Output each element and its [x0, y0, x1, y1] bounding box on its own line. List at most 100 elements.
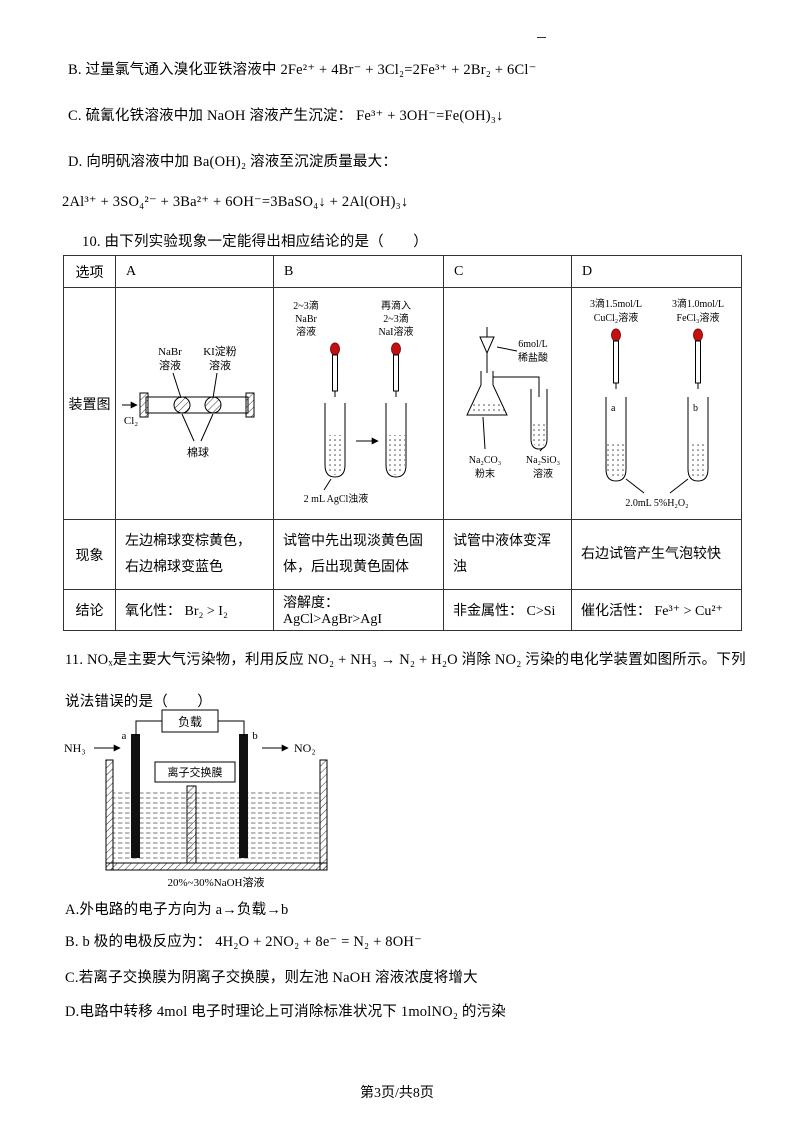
- test-tube-b: [687, 396, 708, 482]
- naoh-solution: [113, 792, 320, 863]
- phenomenon-b: 试管中先出现淡黄色固体，后出现黄色固体: [273, 519, 444, 590]
- dropping-funnel: [478, 336, 495, 354]
- dropper-bulb: [610, 328, 621, 341]
- load-box: [161, 709, 219, 733]
- prev-option-c: C. 硫氰化铁溶液中加 NaOH 溶液产生沉淀： Fe³⁺ + 3OH⁻=Fe(…: [68, 108, 504, 124]
- q11-option-b: B. b 极的电极反应为： 4H₂O + 2NO₂ + 8e⁻ = N₂ + 8…: [65, 934, 422, 950]
- device-c-cell: 6mol/L 稀盐酸 Na₂CO₃ 粉末 Na₂SiO₃ 溶液: [443, 287, 572, 520]
- device-b-diagram: 2~3滴 NaBr 溶液 再滴入 2~3滴 NaI溶液: [293, 299, 413, 505]
- device-a-diagram: NaBr 溶液 KI淀粉 溶液 Cl₂ 棉球: [121, 344, 254, 459]
- device-a-ki-label: KI淀粉: [203, 344, 237, 358]
- cl2-label: Cl₂: [123, 415, 137, 427]
- acid-label1: 6mol/L: [518, 339, 547, 350]
- wire-right: [218, 720, 245, 736]
- tube-b-label: b: [693, 403, 698, 414]
- device-a-nabr-label2: 溶液: [159, 358, 181, 372]
- q11-electrochemical-cell-diagram: 负载 a b NH₃ NO₂ 离子交换膜 20%~30%NaOH溶液: [64, 709, 328, 889]
- conclusion-c: 非金属性： C>Si: [443, 589, 572, 631]
- test-tube-left: [324, 402, 345, 478]
- header-a: A: [115, 255, 274, 288]
- glass-tube: [145, 396, 248, 413]
- phenomenon-a: 左边棉球变棕黄色，右边棉球变蓝色: [115, 519, 274, 590]
- ion-exchange-membrane: [186, 785, 197, 864]
- device-b-right-label2: 2~3滴: [383, 312, 408, 325]
- device-b-left-label3: 溶液: [296, 325, 316, 338]
- row-label-conclusion: 结论: [63, 589, 116, 631]
- electrode-a-label: a: [122, 730, 127, 742]
- q11-option-c: C.若离子交换膜为阴离子交换膜，则左池 NaOH 溶液浓度将增大: [65, 970, 478, 986]
- q10-phenomenon-row: 现象 左边棉球变棕黄色，右边棉球变蓝色 试管中先出现淡黄色固体，后出现黄色固体 …: [63, 519, 742, 590]
- conclusion-b: 溶解度： AgCl>AgBr>AgI: [273, 589, 444, 631]
- dropper-bulb: [329, 342, 340, 355]
- q10-device-row: 装置图 NaBr 溶液 KI淀粉 溶液 Cl₂: [63, 287, 742, 520]
- device-b-left-label2: NaBr: [295, 314, 317, 325]
- no2-label: NO₂: [294, 741, 316, 755]
- dropper-bulb: [390, 342, 401, 355]
- fecl3-label1: 3滴1.0mol/L: [672, 297, 724, 310]
- q10-conclusion-row: 结论 氧化性： Br₂ > I₂ 溶解度： AgCl>AgBr>AgI 非金属性…: [63, 589, 742, 631]
- device-b-right-label1: 再滴入: [381, 299, 411, 312]
- q11-stem-line2: 说法错误的是（ ）: [65, 694, 212, 710]
- wire-left: [135, 720, 162, 736]
- nh3-label: NH₃: [64, 741, 86, 755]
- device-a-nabr-label: NaBr: [158, 346, 182, 358]
- device-a-ki-label2: 溶液: [209, 358, 231, 372]
- solution-label2: 溶液: [533, 467, 553, 480]
- fecl3-label2: FeCl₃溶液: [676, 311, 719, 324]
- header-c: C: [443, 255, 572, 288]
- prev-option-d-equation: 2Al³⁺ + 3SO₄²⁻ + 3Ba²⁺ + 6OH⁻=3BaSO₄↓ + …: [62, 194, 409, 210]
- phenomenon-c: 试管中液体变浑浊: [443, 519, 572, 590]
- electrode-b-label: b: [252, 730, 258, 742]
- cotton-label: 棉球: [187, 445, 209, 459]
- header-b: B: [273, 255, 444, 288]
- electrode-a: [131, 734, 140, 858]
- electrode-b: [239, 734, 248, 858]
- conclusion-d: 催化活性： Fe³⁺ > Cu²⁺: [571, 589, 742, 631]
- membrane-label: 离子交换膜: [168, 765, 223, 779]
- device-d-cell: 3滴1.5mol/L CuCl₂溶液 3滴1.0mol/L FeCl₃溶液 a …: [571, 287, 742, 520]
- device-d-diagram: 3滴1.5mol/L CuCl₂溶液 3滴1.0mol/L FeCl₃溶液 a …: [590, 297, 724, 509]
- receiver-tube: [530, 388, 547, 450]
- row-label-phenomenon: 现象: [63, 519, 116, 590]
- erlenmeyer-flask: [465, 370, 508, 415]
- page-number: 第3页/共8页: [360, 1086, 434, 1101]
- prev-option-d: D. 向明矾溶液中加 Ba(OH)₂ 溶液至沉淀质量最大：: [68, 154, 398, 170]
- powder-label1: Na₂CO₃: [468, 455, 501, 466]
- test-tube-right: [385, 402, 406, 478]
- q10-table: 选项 A B C D 装置图 NaBr 溶液 KI淀粉 溶液: [63, 255, 742, 631]
- device-b-right-label3: NaI溶液: [378, 325, 413, 338]
- header-option: 选项: [63, 255, 116, 288]
- cotton-ball-left: [173, 396, 190, 413]
- cotton-ball-right: [204, 396, 221, 413]
- acid-label2: 稀盐酸: [518, 351, 548, 364]
- q10-title: 10. 由下列实验现象一定能得出相应结论的是（ ）: [82, 234, 428, 250]
- page-top-mark: [537, 37, 546, 38]
- q11-option-a: A.外电路的电子方向为 a→负载→b: [65, 902, 289, 918]
- agcl-label: 2 mL AgCl浊液: [303, 492, 368, 505]
- tank-left-wall: [105, 759, 114, 871]
- tank-bottom-wall: [105, 862, 328, 871]
- device-c-diagram: 6mol/L 稀盐酸 Na₂CO₃ 粉末 Na₂SiO₃ 溶液: [465, 326, 560, 480]
- phenomenon-d: 右边试管产生气泡较快: [571, 519, 742, 590]
- powder-label2: 粉末: [475, 467, 495, 480]
- prev-option-b: B. 过量氯气通入溴化亚铁溶液中 2Fe²⁺ + 4Br⁻ + 3Cl₂=2Fe…: [68, 62, 537, 78]
- q11-stem-line1: 11. NOₓ是主要大气污染物，利用反应 NO₂ + NH₃ → N₂ + H₂…: [65, 652, 746, 668]
- cucl2-label1: 3滴1.5mol/L: [590, 297, 642, 310]
- membrane-label-box: [154, 761, 236, 783]
- header-d: D: [571, 255, 742, 288]
- device-b-cell: 2~3滴 NaBr 溶液 再滴入 2~3滴 NaI溶液: [273, 287, 444, 520]
- device-b-left-label1: 2~3滴: [293, 299, 318, 312]
- load-label: 负载: [178, 715, 202, 729]
- test-tube-a: [605, 396, 626, 482]
- tank-right-wall: [319, 759, 328, 871]
- q11-option-d: D.电路中转移 4mol 电子时理论上可消除标准状况下 1molNO₂ 的污染: [65, 1004, 507, 1020]
- conclusion-a: 氧化性： Br₂ > I₂: [115, 589, 274, 631]
- cucl2-label2: CuCl₂溶液: [593, 311, 638, 324]
- q10-header-row: 选项 A B C D: [63, 255, 742, 288]
- solution-label1: Na₂SiO₃: [525, 455, 559, 466]
- device-a-cell: NaBr 溶液 KI淀粉 溶液 Cl₂ 棉球: [115, 287, 274, 520]
- tube-a-label: a: [611, 403, 616, 414]
- h2o2-label: 2.0mL 5%H₂O₂: [625, 498, 688, 509]
- dropper-bulb: [692, 328, 703, 341]
